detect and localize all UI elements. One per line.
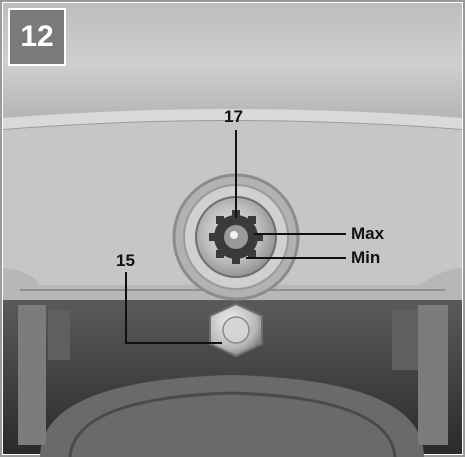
housing-ridge <box>3 109 462 130</box>
left-bracket <box>18 305 46 445</box>
lower-cylinder <box>40 375 424 457</box>
callout-line-15 <box>125 272 222 344</box>
figure-number-badge: 12 <box>8 8 66 66</box>
drain-bolt-head <box>222 316 250 344</box>
right-bracket <box>418 305 448 445</box>
callout-label-15: 15 <box>116 251 135 270</box>
callout-label-max: Max <box>351 224 385 243</box>
callout-label-17: 17 <box>224 107 243 126</box>
callout-lines <box>125 130 346 344</box>
callout-label-min: Min <box>351 248 381 267</box>
housing-top <box>3 3 462 123</box>
